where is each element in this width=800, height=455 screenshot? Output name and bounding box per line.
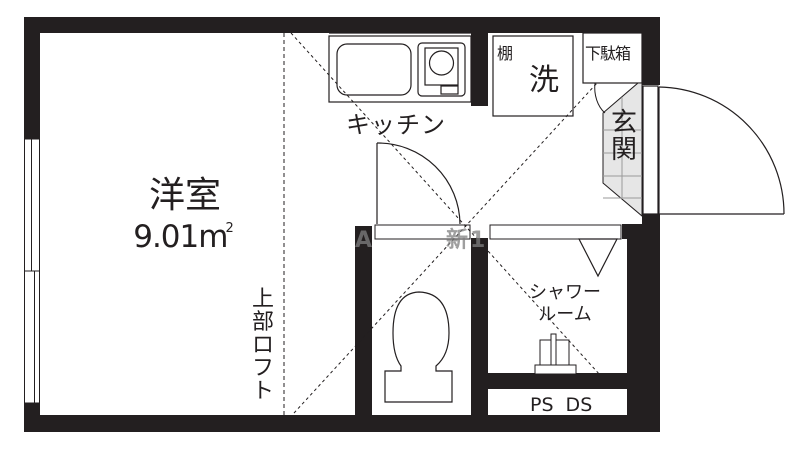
watermark: A 新1 (355, 228, 488, 253)
label-ps-ds: PS DS (530, 394, 593, 416)
shower-label-line1: シャワー (529, 282, 601, 303)
shower-label-line2: ルーム (538, 303, 592, 325)
shower-door-mark (578, 238, 618, 278)
interior-door (376, 142, 461, 225)
stove-icon (417, 42, 466, 97)
front-door (642, 85, 785, 215)
exterior-walls (24, 17, 660, 432)
label-shoe-box: 下駄箱 (585, 44, 631, 63)
diagonal-guides (290, 32, 601, 414)
room-label-kitchen: キッチン (346, 111, 446, 139)
label-shelf: 棚 (497, 44, 514, 63)
shoe-box (582, 32, 643, 84)
sink-icon (336, 43, 412, 96)
window-left (24, 138, 40, 404)
washer-space (492, 35, 574, 117)
shower-faucet-icon (534, 333, 577, 375)
kitchen-counter (328, 32, 472, 103)
interior-walls (355, 33, 642, 416)
toilet-icon (384, 291, 453, 403)
door-openings (374, 224, 622, 240)
room-label-entrance: 玄関 (610, 108, 637, 166)
room-label-loft: 上部ロフト (251, 287, 274, 405)
room-label-western: 洋室 (148, 175, 221, 216)
label-washer: 洗 (529, 63, 559, 98)
room-label-shower: シャワー ルーム (510, 282, 620, 325)
entrance-floor (594, 82, 643, 218)
room-area: 9.01m2 (133, 219, 234, 255)
